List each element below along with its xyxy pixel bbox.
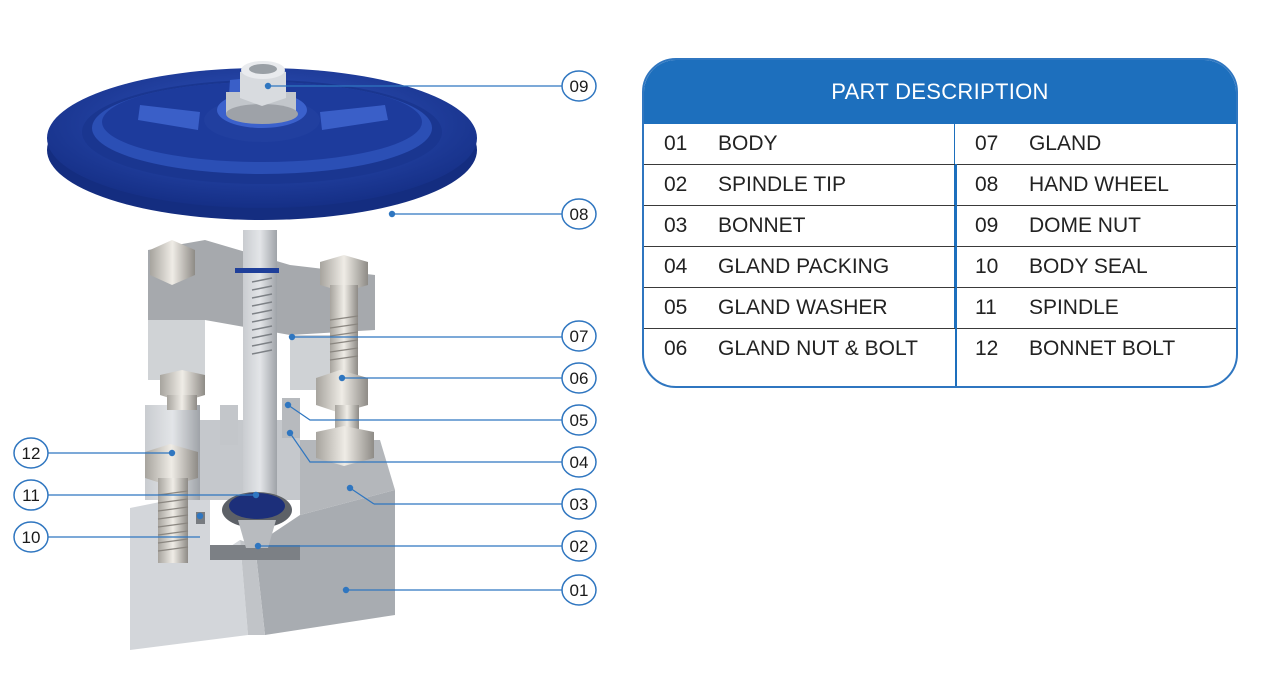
part-name: SPINDLE TIP <box>718 173 846 196</box>
table-cell: 03 BONNET <box>644 206 955 246</box>
table-row: 04 GLAND PACKING 10 BODY SEAL <box>644 247 1236 288</box>
callout-09: 09 <box>561 70 597 102</box>
svg-text:07: 07 <box>570 327 589 346</box>
table-row: 05 GLAND WASHER 11 SPINDLE <box>644 288 1236 329</box>
part-number: 11 <box>974 296 997 319</box>
part-name: GLAND <box>1028 132 1102 155</box>
table-cell: 07 GLAND <box>955 124 1236 164</box>
callout-05: 05 <box>561 404 597 436</box>
callout-01: 01 <box>561 574 597 606</box>
part-name: GLAND NUT & BOLT <box>718 337 918 360</box>
callout-02: 02 <box>561 530 597 562</box>
table-cell: 04 GLAND PACKING <box>644 247 955 287</box>
svg-text:12: 12 <box>22 444 41 463</box>
table-title: PART DESCRIPTION <box>644 60 1236 124</box>
part-name: SPINDLE <box>1028 296 1119 319</box>
svg-text:01: 01 <box>570 581 589 600</box>
part-number: 07 <box>974 132 999 155</box>
part-number: 03 <box>664 214 688 237</box>
svg-text:03: 03 <box>570 495 589 514</box>
svg-text:10: 10 <box>22 528 41 547</box>
callout-10: 10 <box>13 521 49 553</box>
table-row: 03 BONNET 09 DOME NUT <box>644 206 1236 247</box>
part-name: BODY SEAL <box>1028 255 1148 278</box>
part-name: HAND WHEEL <box>1028 173 1169 196</box>
part-number: 04 <box>664 255 688 278</box>
table-cell: 08 HAND WHEEL <box>955 165 1236 205</box>
table-cell: 10 BODY SEAL <box>955 247 1236 287</box>
leader-dots <box>168 82 396 594</box>
valve-cutaway-diagram: 09 08 07 06 05 04 03 02 01 12 11 <box>13 61 597 650</box>
part-number: 12 <box>974 337 999 360</box>
callout-06: 06 <box>561 362 597 394</box>
part-number: 08 <box>974 173 999 196</box>
callout-12: 12 <box>13 437 49 469</box>
dome-nut <box>226 61 298 124</box>
part-name: BONNET BOLT <box>1028 337 1176 360</box>
leader-lines <box>48 85 562 591</box>
part-description-table: PART DESCRIPTION 01 BODY 07 GLAND 02 SPI… <box>642 58 1238 388</box>
table-cell: 01 BODY <box>644 124 955 164</box>
part-name: GLAND PACKING <box>718 255 890 278</box>
part-number: 09 <box>974 214 999 237</box>
valve-spindle <box>222 230 292 548</box>
part-number: 06 <box>664 337 688 360</box>
table-row: 06 GLAND NUT & BOLT 12 BONNET BOLT <box>644 329 1236 386</box>
column-divider <box>955 164 957 386</box>
part-number: 01 <box>664 132 688 155</box>
svg-text:08: 08 <box>570 205 589 224</box>
part-name: BODY <box>718 132 778 155</box>
callout-08: 08 <box>561 198 597 230</box>
part-name: GLAND WASHER <box>718 296 888 319</box>
gland-packing <box>220 398 300 445</box>
callout-11: 11 <box>13 479 49 511</box>
svg-text:11: 11 <box>22 486 40 505</box>
callout-03: 03 <box>561 488 597 520</box>
table-cell: 12 BONNET BOLT <box>955 329 1236 369</box>
svg-text:06: 06 <box>570 369 589 388</box>
part-name: BONNET <box>718 214 806 237</box>
table-cell: 06 GLAND NUT & BOLT <box>644 329 955 369</box>
bolts <box>145 240 374 563</box>
table-cell: 02 SPINDLE TIP <box>644 165 955 205</box>
svg-text:05: 05 <box>570 411 589 430</box>
table-row: 01 BODY 07 GLAND <box>644 124 1236 165</box>
part-number: 02 <box>664 173 688 196</box>
table-cell: 11 SPINDLE <box>955 288 1236 328</box>
svg-text:04: 04 <box>570 453 589 472</box>
part-number: 10 <box>974 255 999 278</box>
table-row: 02 SPINDLE TIP 08 HAND WHEEL <box>644 165 1236 206</box>
part-name: DOME NUT <box>1028 214 1141 237</box>
table-cell: 05 GLAND WASHER <box>644 288 955 328</box>
svg-text:09: 09 <box>570 77 589 96</box>
callout-07: 07 <box>561 320 597 352</box>
callout-04: 04 <box>561 446 597 478</box>
svg-text:02: 02 <box>570 537 589 556</box>
table-cell: 09 DOME NUT <box>955 206 1236 246</box>
part-number: 05 <box>664 296 688 319</box>
